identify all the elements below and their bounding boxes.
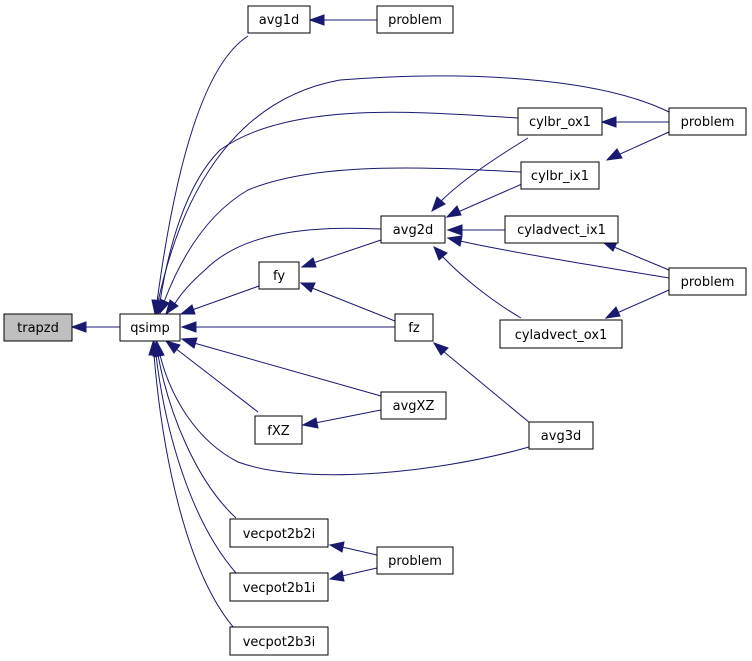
node-label: trapzd [17,321,59,336]
node-label: cyladvect_ox1 [515,328,608,343]
node-cyladvect-ix1[interactable]: cyladvect_ix1 [504,215,619,244]
edge-vecpot2b3i-to-qsimp [148,340,235,629]
node-label: fz [408,321,420,336]
edge-vecpot2b1i-to-qsimp [150,340,237,574]
node-cylbr-ox1[interactable]: cylbr_ox1 [517,107,603,136]
node-label: avg2d [393,223,433,238]
edge-avg2d-to-fy [300,239,382,268]
node-fy[interactable]: fy [258,261,300,290]
edge-problem-c-to-avg2d [446,235,670,279]
node-label: problem [681,275,735,290]
edge-fy-to-qsimp [179,285,260,315]
node-label: avg3d [541,429,581,444]
node-avg2d[interactable]: avg2d [380,215,446,244]
node-problem-vecpot[interactable]: problem [376,546,454,575]
edge-qsimp-to-trapzd [70,321,120,333]
node-label: problem [681,115,735,130]
edge-avgXZ-to-fXZ [301,409,382,429]
node-label: vecpot2b1i [243,581,316,596]
node-trapzd[interactable]: trapzd [3,313,73,342]
edge-problem-a-to-avg1d [308,14,377,26]
node-vecpot2b1i[interactable]: vecpot2b1i [229,572,329,602]
edge-avg3d-to-qsimp [153,340,530,476]
node-problem-cyladvect[interactable]: problem [668,267,747,296]
edge-cylbr-ix1-to-qsimp [159,167,522,315]
node-label: fXZ [267,424,289,439]
edge-problem-d-to-vecpot2b2i [328,541,378,556]
node-label: cyladvect_ix1 [517,223,606,238]
node-label: qsimp [130,321,170,336]
node-label: cylbr_ox1 [529,115,591,130]
edge-problem-c-to-cyladvect-ix1 [601,241,670,271]
node-label: avg1d [259,13,299,28]
edge-problem-d-to-vecpot2b1i [328,567,378,582]
edge-avg1d-to-qsimp [151,35,249,316]
node-cyladvect-ox1[interactable]: cyladvect_ox1 [499,319,623,349]
edge-avg2d-to-qsimp [165,227,382,316]
node-label: vecpot2b2i [243,527,316,542]
node-problem-cylbr[interactable]: problem [668,107,747,136]
node-vecpot2b2i[interactable]: vecpot2b2i [229,518,329,548]
edge-cylbr-ix1-to-avg2d [445,183,523,218]
edge-problem-b-to-cylbr-ox1 [600,116,669,128]
edge-avg3d-to-fz [432,342,531,424]
node-label: vecpot2b3i [243,635,316,650]
node-label: problem [388,13,442,28]
node-fXZ[interactable]: fXZ [254,415,303,445]
edge-problem-c-to-cyladvect-ox1 [604,289,670,319]
node-label: avgXZ [393,399,435,414]
node-label: cylbr_ix1 [531,169,589,184]
edge-cylbr-ox1-to-qsimp [154,111,519,316]
node-vecpot2b3i[interactable]: vecpot2b3i [229,626,329,656]
node-avg3d[interactable]: avg3d [528,421,594,450]
edge-avgXZ-to-qsimp [180,337,382,397]
node-cylbr-ix1[interactable]: cylbr_ix1 [520,161,600,190]
node-avgXZ[interactable]: avgXZ [380,391,447,420]
edge-fz-to-qsimp [180,321,395,333]
edge-fXZ-to-qsimp [164,340,259,413]
node-avg1d[interactable]: avg1d [247,5,311,34]
node-problem-top[interactable]: problem [376,5,454,34]
node-fz[interactable]: fz [394,313,434,342]
edge-fz-to-fy [299,282,396,322]
node-label: fy [273,269,285,284]
edge-cyladvect-ix1-to-avg2d [446,224,505,236]
node-qsimp[interactable]: qsimp [119,313,181,342]
edge-problem-b-to-cylbr-ix1 [605,131,670,161]
edge-cylbr-ox1-to-avg2d [431,137,529,213]
edge-cyladvect-ox1-to-avg2d [433,246,522,319]
edge-vecpot2b2i-to-qsimp [152,340,237,519]
node-label: problem [388,554,442,569]
